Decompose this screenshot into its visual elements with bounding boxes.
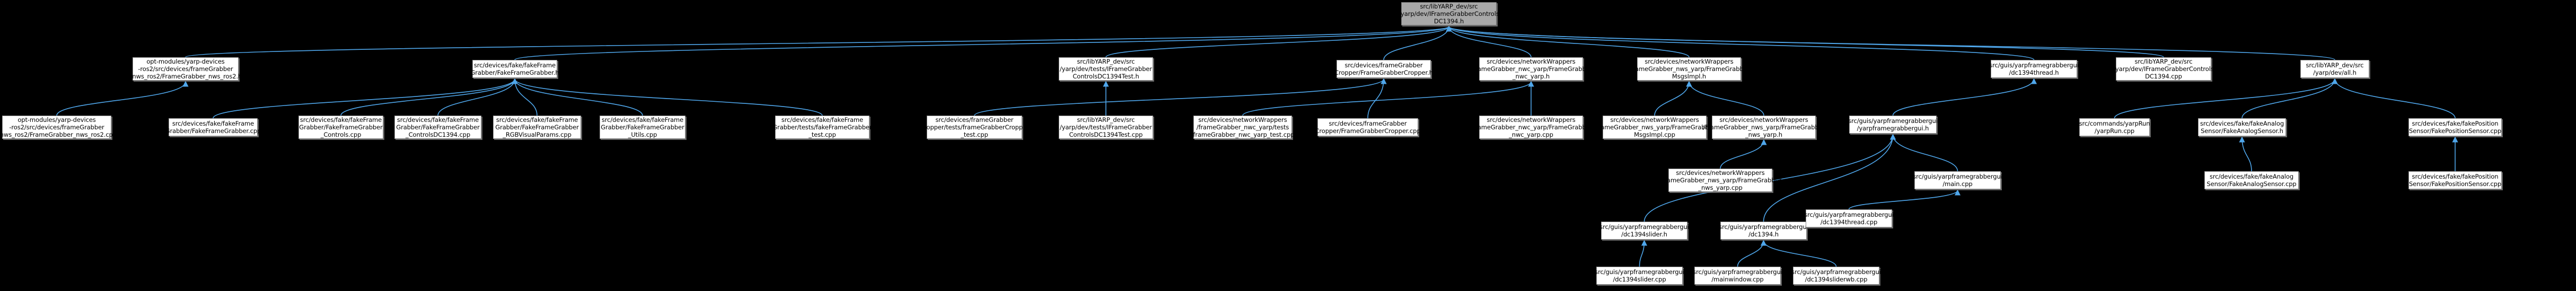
graph-node[interactable]: src/devices/networkWrappers /frameGrabbe… <box>1594 116 1716 139</box>
graph-node[interactable]: src/guis/yarpframegrabbergui /dc1394thre… <box>1989 60 2079 78</box>
graph-edge <box>185 25 1452 58</box>
graph-node[interactable]: src/guis/yarpframegrabbergui /dc1394.h <box>1719 222 1808 240</box>
graph-node[interactable]: src/devices/networkWrappers /FrameGrabbe… <box>1470 116 1593 139</box>
graph-edge <box>1446 25 2335 60</box>
graph-edge <box>1654 81 1692 116</box>
graph-edge <box>1848 189 1961 210</box>
graph-edge <box>1686 81 1764 116</box>
graph-node[interactable]: src/guis/yarpframegrabbergui /mainwindow… <box>1693 267 1782 285</box>
graph-edge <box>1383 25 1452 60</box>
graph-node[interactable]: opt-modules/yarp-devices -ros2/src/devic… <box>129 57 242 81</box>
graph-node[interactable]: src/guis/yarpframegrabbergui /dc1394thre… <box>1804 209 1894 227</box>
graph-node[interactable]: src/devices/fake/fakeFrame Grabber/tests… <box>772 116 872 139</box>
graph-node[interactable]: src/libYARP_dev/src /yarp/dev/tests/IFra… <box>1059 57 1153 81</box>
graph-edge <box>2332 78 2456 119</box>
graph-node[interactable]: src/devices/networkWrappers /FrameGrabbe… <box>1659 169 1782 192</box>
graph-node[interactable]: src/devices/networkWrappers /frameGrabbe… <box>1191 116 1295 139</box>
graph-edge <box>514 25 1452 60</box>
graph-edge <box>1446 25 1532 58</box>
graph-node[interactable]: src/devices/fake/fakeAnalog Sensor/FakeA… <box>2198 118 2286 136</box>
graph-edge <box>1446 25 1690 58</box>
graph-edge <box>213 78 518 119</box>
graph-node[interactable]: src/devices/fake/fakeFrame Grabber/FakeF… <box>298 116 383 139</box>
graph-node[interactable]: src/devices/fake/fakeFrame Grabber/FakeF… <box>394 116 481 139</box>
graph-edge <box>1763 134 1896 222</box>
graph-edge <box>974 78 1387 116</box>
graph-edge <box>1446 25 2035 60</box>
graph-node[interactable]: src/guis/yarpframegrabbergui /dc1394slid… <box>1791 267 1881 285</box>
graph-node[interactable]: src/commands/yarpRun /yarpRun.cpp <box>2079 118 2150 136</box>
graph-edge <box>512 78 823 116</box>
graph-edge <box>1737 240 1767 267</box>
graph-node[interactable]: src/guis/yarpframegrabbergui /yarpframeg… <box>1848 116 1938 134</box>
graph-edge <box>1720 139 1767 169</box>
graph-edge <box>340 78 518 116</box>
graph-edge <box>512 78 538 116</box>
graph-edge <box>1760 240 1837 267</box>
graph-edge <box>512 78 643 116</box>
graph-edge <box>56 81 189 116</box>
graph-edge <box>1889 134 1958 172</box>
graph-node[interactable]: src/devices/networkWrappers /FrameGrabbe… <box>1470 57 1593 81</box>
graph-edge <box>2241 78 2338 119</box>
graph-edge <box>2239 136 2252 172</box>
graph-node[interactable]: opt-modules/yarp-devices -ros2/src/devic… <box>0 116 117 139</box>
graph-node[interactable]: src/libYARP_dev/src /yarp/dev/IFrameGrab… <box>2113 57 2214 81</box>
graph-node[interactable]: src/devices/networkWrappers /frameGrabbe… <box>1628 57 1750 81</box>
graph-node[interactable]: src/guis/yarpframegrabbergui /main.cpp <box>1913 171 2002 189</box>
graph-edge <box>1892 78 2037 116</box>
graph-node[interactable]: src/devices/frameGrabber Cropper/FrameGr… <box>1334 60 1433 78</box>
graph-node[interactable]: src/devices/fake/fakePosition Sensor/Fak… <box>2408 171 2502 189</box>
graph-edge <box>1105 25 1452 58</box>
graph-node[interactable]: src/devices/fake/fakeFrame Grabber/FakeF… <box>493 116 581 139</box>
graph-node[interactable]: src/libYARP_dev/src /yarp/dev/tests/IFra… <box>1059 116 1153 139</box>
graph-node[interactable]: src/devices/fake/fakeAnalog Sensor/FakeA… <box>2204 171 2299 189</box>
graph-edge <box>1446 25 2164 58</box>
graph-node[interactable]: src/devices/fake/fakeFrame Grabber/FakeF… <box>600 116 685 139</box>
graph-edge <box>2114 78 2338 119</box>
graph-node[interactable]: src/guis/yarpframegrabbergui /dc1394slid… <box>1599 222 1689 240</box>
graph-node[interactable]: src/devices/networkWrappers /FrameGrabbe… <box>1702 116 1825 139</box>
graph-node[interactable]: src/devices/frameGrabber Cropper/FrameGr… <box>1315 118 1421 136</box>
graph-node[interactable]: src/devices/fake/fakePosition Sensor/Fak… <box>2408 118 2502 136</box>
graph-node[interactable]: src/devices/fake/fakeFrame Grabber/FakeF… <box>165 118 261 136</box>
graph-edge <box>1367 78 1387 119</box>
graph-edge <box>1639 240 1648 267</box>
graph-node[interactable]: src/libYARP_dev/src /yarp/dev/all.h <box>2300 60 2369 78</box>
graph-node-root[interactable]: src/libYARP_dev/src /yarp/dev/IFrameGrab… <box>1399 2 1499 25</box>
graph-edge <box>437 78 518 116</box>
graph-node[interactable]: src/guis/yarpframegrabbergui /dc1394slid… <box>1595 267 1684 285</box>
graph-node[interactable]: src/devices/frameGrabber Cropper/tests/f… <box>920 116 1029 139</box>
graph-edge <box>1242 81 1534 116</box>
graph-node[interactable]: src/devices/fake/fakeFrame Grabber/FakeF… <box>470 60 559 78</box>
